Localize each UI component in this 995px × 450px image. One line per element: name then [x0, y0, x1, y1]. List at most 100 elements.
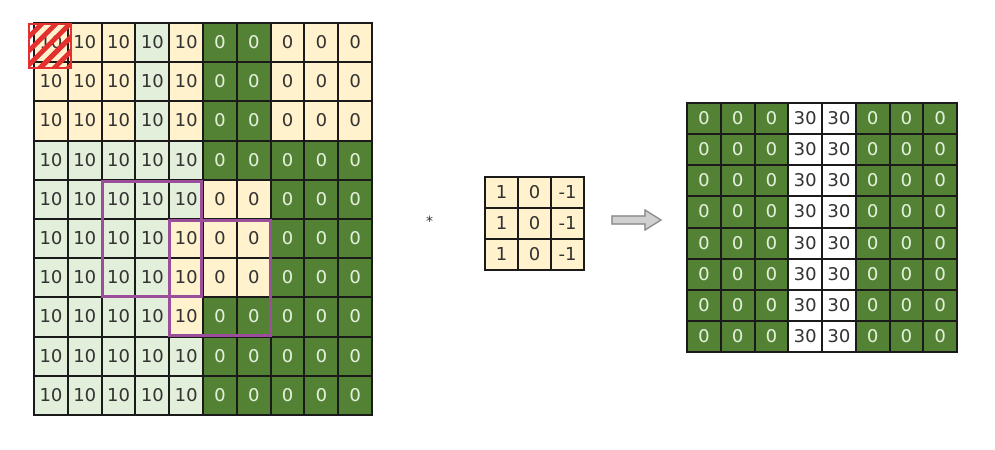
input-cell: 10 [101, 140, 136, 180]
output-cell: 0 [687, 320, 721, 352]
input-cell: 10 [34, 23, 68, 63]
output-cell: 0 [687, 134, 721, 166]
input-cell: 0 [202, 375, 237, 415]
input-cell: 0 [304, 375, 339, 415]
output-cell: 0 [687, 289, 721, 321]
output-cell: 0 [754, 165, 789, 197]
input-cell: 10 [34, 219, 68, 259]
input-cell: 0 [338, 219, 372, 259]
input-cell: 10 [101, 219, 136, 259]
kernel-cell: 1 [485, 239, 518, 270]
input-cell: 0 [236, 219, 271, 259]
output-cell: 0 [923, 196, 957, 228]
output-cell: 0 [889, 227, 924, 259]
output-cell: 0 [923, 103, 957, 135]
input-cell: 0 [270, 140, 305, 180]
output-cell: 0 [754, 258, 789, 290]
output-cell: 30 [788, 289, 822, 321]
output-cell: 30 [788, 165, 822, 197]
input-cell: 10 [135, 23, 170, 63]
input-cell: 10 [135, 375, 170, 415]
input-cell: 10 [67, 219, 102, 259]
output-cell: 0 [889, 258, 924, 290]
output-cell: 0 [923, 165, 957, 197]
input-cell: 0 [270, 258, 305, 298]
input-cell: 10 [101, 258, 136, 298]
input-cell: 10 [34, 101, 68, 141]
output-cell: 30 [822, 165, 856, 197]
output-cell: 0 [720, 165, 755, 197]
input-cell: 0 [236, 375, 271, 415]
output-cell: 0 [889, 134, 924, 166]
output-cell: 0 [923, 320, 957, 352]
input-cell: 0 [270, 336, 305, 376]
output-cell: 0 [855, 258, 890, 290]
output-cell: 0 [754, 103, 789, 135]
input-cell: 10 [135, 62, 170, 102]
input-cell: 10 [67, 101, 102, 141]
input-cell: 0 [202, 62, 237, 102]
right-arrow-icon-shape [611, 209, 663, 231]
kernel-cell: 0 [518, 177, 551, 208]
input-cell: 10 [135, 336, 170, 376]
input-cell: 0 [236, 336, 271, 376]
input-cell: 10 [169, 179, 203, 219]
output-cell: 30 [822, 134, 856, 166]
input-cell: 0 [270, 23, 305, 63]
input-cell: 0 [202, 23, 237, 63]
output-cell: 0 [923, 227, 957, 259]
output-cell: 0 [889, 196, 924, 228]
input-cell: 10 [34, 140, 68, 180]
input-cell: 10 [135, 297, 170, 337]
output-cell: 0 [855, 103, 890, 135]
input-cell: 0 [236, 140, 271, 180]
input-cell: 0 [338, 62, 372, 102]
input-cell: 10 [67, 258, 102, 298]
input-cell: 0 [270, 375, 305, 415]
kernel-cell: 0 [518, 208, 551, 239]
input-cell: 10 [169, 23, 203, 63]
input-cell: 10 [34, 258, 68, 298]
input-cell: 10 [67, 375, 102, 415]
input-cell: 10 [135, 219, 170, 259]
output-cell: 0 [889, 320, 924, 352]
input-cell: 10 [135, 258, 170, 298]
output-cell: 0 [687, 165, 721, 197]
output-cell: 0 [720, 289, 755, 321]
input-cell: 0 [304, 23, 339, 63]
output-cell: 0 [754, 320, 789, 352]
output-cell: 0 [687, 258, 721, 290]
kernel-cell: -1 [551, 177, 584, 208]
output-cell: 0 [855, 227, 890, 259]
input-cell: 0 [304, 140, 339, 180]
output-cell: 0 [889, 165, 924, 197]
output-cell: 0 [720, 103, 755, 135]
output-cell: 0 [687, 227, 721, 259]
output-cell: 0 [855, 165, 890, 197]
output-cell: 0 [923, 134, 957, 166]
input-cell: 0 [202, 297, 237, 337]
kernel-cell: 1 [485, 208, 518, 239]
input-cell: 10 [67, 62, 102, 102]
input-cell: 0 [338, 179, 372, 219]
output-cell: 30 [822, 196, 856, 228]
input-cell: 0 [304, 297, 339, 337]
output-cell: 0 [720, 196, 755, 228]
input-cell: 0 [236, 179, 271, 219]
input-cell: 0 [270, 62, 305, 102]
output-cell: 30 [788, 320, 822, 352]
input-cell: 10 [135, 101, 170, 141]
output-cell: 0 [855, 196, 890, 228]
output-cell: 30 [822, 289, 856, 321]
input-cell: 10 [34, 297, 68, 337]
input-cell: 10 [34, 336, 68, 376]
input-cell: 0 [236, 297, 271, 337]
input-cell: 0 [304, 101, 339, 141]
input-cell: 10 [169, 140, 203, 180]
output-cell: 30 [822, 103, 856, 135]
input-cell: 10 [169, 336, 203, 376]
output-cell: 30 [788, 134, 822, 166]
input-cell: 10 [101, 62, 136, 102]
input-cell: 0 [270, 179, 305, 219]
